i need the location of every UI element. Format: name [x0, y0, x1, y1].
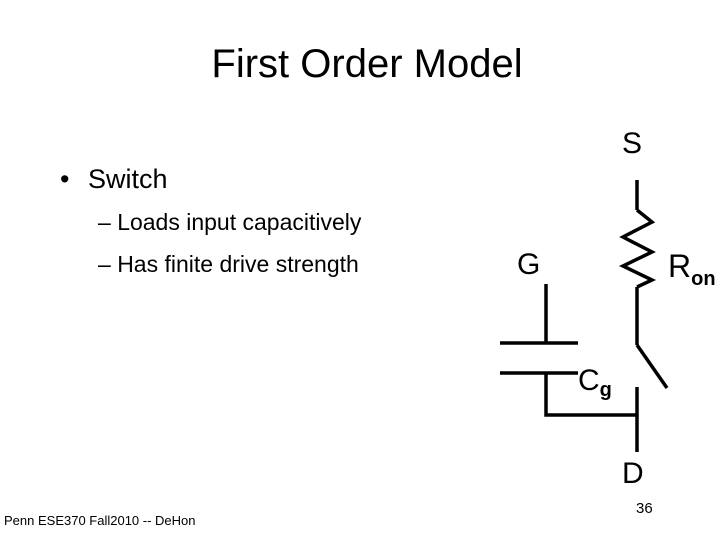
resistor-label-subscript: on	[691, 268, 715, 290]
capacitor-label-main: C	[578, 364, 600, 397]
subbullet-marker: –	[98, 251, 111, 277]
footer-text: Penn ESE370 Fall2010 -- DeHon	[4, 513, 196, 528]
source-label: S	[622, 127, 642, 160]
drain-label: D	[622, 457, 644, 490]
page-number: 36	[636, 500, 653, 517]
bullet-text: Switch	[88, 164, 168, 194]
resistor-label-main: R	[668, 248, 691, 284]
bullet-marker: •	[60, 164, 70, 194]
slide-title: First Order Model	[211, 42, 523, 86]
subbullet-loads-input: – Loads input capacitively	[98, 207, 361, 237]
subbullet-text: Has finite drive strength	[117, 251, 359, 277]
switch-blade	[635, 343, 669, 390]
capacitor-label: Cg	[578, 364, 612, 401]
resistor-ron	[618, 208, 657, 289]
capacitor-label-subscript: g	[600, 379, 612, 401]
bullet-switch: • Switch	[60, 162, 168, 196]
subbullet-marker: –	[98, 209, 111, 235]
resistor-label: Ron	[668, 248, 716, 290]
subbullet-text: Loads input capacitively	[117, 209, 362, 235]
gate-label: G	[517, 248, 540, 281]
capacitor-ground-wire	[544, 373, 637, 417]
subbullet-drive-strength: – Has finite drive strength	[98, 249, 359, 279]
